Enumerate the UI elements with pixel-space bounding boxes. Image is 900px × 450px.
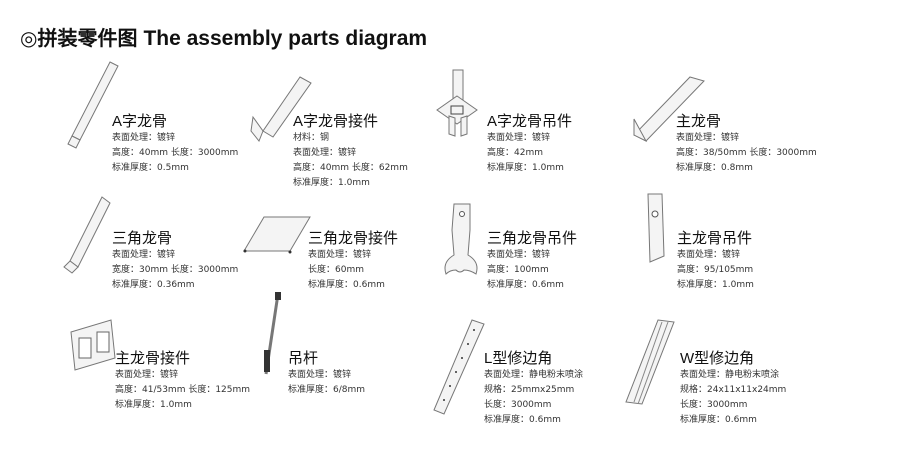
part-spec: 标准厚度：1.0mm — [115, 400, 192, 410]
part-triangle-keel: 三角龙骨 表面处理：镀锌 宽度：30mm 长度：3000mm 标准厚度：0.36… — [112, 230, 238, 293]
part-spec: 表面处理：静电粉末喷涂 — [484, 370, 584, 380]
a-keel-image — [67, 61, 119, 149]
part-w-trim: W型修边角 表面处理：静电粉末喷涂 规格：24x11x11x24mm 长度：30… — [680, 350, 786, 428]
part-spec: 规格：24x11x11x24mm — [680, 385, 787, 395]
part-spec: 标准厚度：0.6mm — [680, 415, 757, 425]
title-cn: 拼装零件图 — [37, 26, 138, 50]
l-trim-image — [433, 319, 485, 415]
triangle-keel-image — [63, 196, 111, 274]
part-main-keel-connector: 主龙骨接件 表面处理：镀锌 高度：41/53mm 长度：125mm 标准厚度：1… — [115, 350, 250, 413]
part-title: W型修边角 — [680, 350, 755, 367]
part-title: 三角龙骨接件 — [308, 230, 399, 247]
part-spec: 长度：3000mm — [680, 400, 748, 410]
part-a-keel: A字龙骨 表面处理：镀锌 高度：40mm 长度：3000mm 标准厚度：0.5m… — [112, 113, 238, 176]
title-en: The assembly parts diagram — [143, 27, 428, 50]
part-spec: 表面处理：镀锌 — [677, 250, 741, 260]
part-title: 主龙骨 — [676, 113, 722, 130]
part-spec: 标准厚度：1.0mm — [677, 280, 754, 290]
part-a-keel-hanger: A字龙骨吊件 表面处理：镀锌 高度：42mm 标准厚度：1.0mm — [487, 113, 572, 176]
part-spec: 表面处理：镀锌 — [308, 250, 372, 260]
w-trim-image — [625, 319, 675, 405]
triangle-keel-hanger-image — [444, 203, 478, 275]
part-spec: 表面处理：镀锌 — [293, 148, 357, 158]
part-l-trim: L型修边角 表面处理：静电粉末喷涂 规格：25mmx25mm 长度：3000mm… — [484, 350, 583, 428]
part-main-keel-hanger: 主龙骨吊件 表面处理：镀锌 高度：95/105mm 标准厚度：1.0mm — [677, 230, 754, 293]
part-spec: 标准厚度：0.8mm — [676, 163, 753, 173]
part-title: 吊杆 — [288, 350, 319, 367]
main-keel-image — [633, 76, 705, 143]
part-hanging-rod: 吊杆 表面处理：镀锌 标准厚度：6/8mm — [288, 350, 365, 398]
part-spec: 标准厚度：1.0mm — [487, 163, 564, 173]
a-keel-connector-image — [250, 76, 312, 142]
part-spec: 表面处理：镀锌 — [112, 133, 176, 143]
part-title: A字龙骨 — [112, 113, 168, 130]
part-spec: 宽度：30mm 长度：3000mm — [112, 265, 239, 275]
part-triangle-keel-hanger: 三角龙骨吊件 表面处理：镀锌 高度：100mm 标准厚度：0.6mm — [487, 230, 577, 293]
part-spec: 高度：100mm — [487, 265, 549, 275]
part-title: 三角龙骨 — [112, 230, 173, 247]
part-spec: 高度：41/53mm 长度：125mm — [115, 385, 251, 395]
part-spec: 表面处理：镀锌 — [112, 250, 176, 260]
part-main-keel: 主龙骨 表面处理：镀锌 高度：38/50mm 长度：3000mm 标准厚度：0.… — [676, 113, 817, 176]
part-title: 三角龙骨吊件 — [487, 230, 578, 247]
part-title: A字龙骨吊件 — [487, 113, 573, 130]
part-spec: 标准厚度：0.6mm — [487, 280, 564, 290]
part-title: 主龙骨吊件 — [677, 230, 753, 247]
part-spec: 材料：钢 — [293, 133, 330, 143]
part-spec: 高度：42mm — [487, 148, 543, 158]
part-spec: 标准厚度：6/8mm — [288, 385, 366, 395]
part-spec: 标准厚度：0.5mm — [112, 163, 189, 173]
part-spec: 标准厚度：0.36mm — [112, 280, 195, 290]
part-spec: 表面处理：镀锌 — [487, 133, 551, 143]
a-keel-hanger-image — [436, 69, 478, 137]
part-title: 主龙骨接件 — [115, 350, 191, 367]
part-spec: 规格：25mmx25mm — [484, 385, 575, 395]
main-keel-hanger-image — [647, 193, 665, 263]
part-spec: 表面处理：镀锌 — [676, 133, 740, 143]
part-spec: 表面处理：静电粉末喷涂 — [680, 370, 780, 380]
part-spec: 表面处理：镀锌 — [288, 370, 352, 380]
part-a-keel-connector: A字龙骨接件 材料：钢 表面处理：镀锌 高度：40mm 长度：62mm 标准厚度… — [293, 113, 408, 191]
part-spec: 标准厚度：1.0mm — [293, 178, 370, 188]
part-spec: 长度：3000mm — [484, 400, 552, 410]
part-spec: 标准厚度：0.6mm — [484, 415, 561, 425]
triangle-keel-connector-image — [243, 216, 311, 254]
hanging-rod-image — [264, 292, 281, 375]
part-spec: 表面处理：镀锌 — [487, 250, 551, 260]
part-spec: 表面处理：镀锌 — [115, 370, 179, 380]
part-title: L型修边角 — [484, 350, 553, 367]
part-spec: 标准厚度：0.6mm — [308, 280, 385, 290]
part-spec: 高度：95/105mm — [677, 265, 754, 275]
main-keel-connector-image — [70, 319, 116, 371]
part-spec: 长度：60mm — [308, 265, 364, 275]
part-title: A字龙骨接件 — [293, 113, 379, 130]
part-spec: 高度：38/50mm 长度：3000mm — [676, 148, 817, 158]
part-triangle-keel-connector: 三角龙骨接件 表面处理：镀锌 长度：60mm 标准厚度：0.6mm — [308, 230, 398, 293]
part-spec: 高度：40mm 长度：62mm — [293, 163, 408, 173]
part-spec: 高度：40mm 长度：3000mm — [112, 148, 239, 158]
title-symbol: ◎ — [20, 26, 38, 50]
